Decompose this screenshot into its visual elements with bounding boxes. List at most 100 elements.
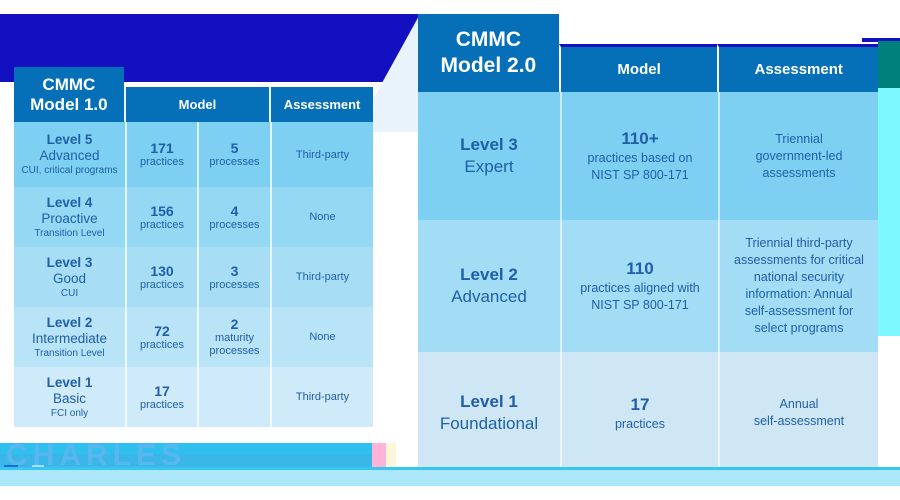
model-description: NIST SP 800-171 xyxy=(591,168,689,182)
model-count: 110 xyxy=(626,259,654,278)
level-description: CUI, critical programs xyxy=(21,165,118,176)
model-description: practices based on xyxy=(587,151,693,165)
level-name: Intermediate xyxy=(31,330,108,346)
right-table-header-row: CMMC Model 2.0 Model Assessment xyxy=(418,14,878,92)
assessment-text: national security xyxy=(753,270,845,284)
assessment-cell: Third-party xyxy=(270,247,373,307)
level-name: Good xyxy=(52,270,87,286)
left-header-model: Model xyxy=(123,87,270,122)
level-label: Level 1 xyxy=(460,392,518,411)
assessment-text: None xyxy=(309,211,336,223)
right-table-body: Level 3 Expert 110+ practices based on NIST … xyxy=(418,92,878,474)
left-title-line1: CMMC xyxy=(42,74,96,94)
practices-count: 72 xyxy=(154,322,170,339)
processes-unit: processes xyxy=(209,218,260,231)
watermark-band-lower xyxy=(0,454,372,467)
left-header-assessment: Assessment xyxy=(269,87,374,122)
model-count: 110+ xyxy=(621,129,659,148)
practices-unit: practices xyxy=(139,338,185,351)
processes-count: 5 xyxy=(230,140,239,156)
level-name: Advanced xyxy=(451,287,527,306)
watermark-cream-block xyxy=(386,443,396,467)
assessment-text: Triennial third-party xyxy=(745,236,853,250)
model-description: practices xyxy=(614,416,666,431)
level-description: Transition Level xyxy=(34,347,105,359)
practices-unit: practices xyxy=(139,218,185,231)
model-description: practices aligned with xyxy=(580,281,700,295)
level-label: Level 5 xyxy=(46,132,93,147)
processes-unit: processes xyxy=(209,156,260,168)
processes-count: 4 xyxy=(230,202,239,219)
table-row: Level 3 Expert 110+ practices based on NIST … xyxy=(418,92,878,220)
processes-count: 2 xyxy=(230,316,239,332)
level-description: CUI xyxy=(60,287,79,299)
assessment-text: Third-party xyxy=(295,271,350,283)
right-title-line1: CMMC xyxy=(455,28,522,51)
assessment-text: self-assessment xyxy=(753,414,845,428)
level-name: Proactive xyxy=(41,210,98,226)
practices-count: 171 xyxy=(150,140,174,156)
level-name: Expert xyxy=(464,157,514,176)
processes-unit: processes xyxy=(209,345,260,357)
bottom-edge-line xyxy=(0,467,900,470)
right-header-assessment: Assessment xyxy=(717,44,878,92)
assessment-cell: None xyxy=(270,307,373,367)
assessment-text: assessments xyxy=(762,165,836,180)
level-label: Level 2 xyxy=(46,314,93,330)
practices-unit: practices xyxy=(139,278,185,291)
assessment-text: government-led xyxy=(755,148,843,163)
assessment-text: information: Annual xyxy=(745,287,853,301)
model-cell: 17 practices xyxy=(560,352,718,474)
decorative-teal-block xyxy=(878,41,900,88)
practices-unit: practices xyxy=(139,156,185,168)
decorative-edge-line xyxy=(862,38,900,42)
assessment-text: select programs xyxy=(754,321,844,335)
processes-count: 3 xyxy=(230,262,239,279)
level-label: Level 3 xyxy=(460,135,518,154)
right-header-model: Model xyxy=(558,44,718,92)
assessment-text: None xyxy=(309,331,336,343)
model-cell: 110+ practices based on NIST SP 800-171 xyxy=(560,92,718,220)
level-description: FCI only xyxy=(50,407,89,419)
decorative-cyan-column xyxy=(878,88,900,336)
assessment-cell: Triennial government-led assessments xyxy=(718,92,878,220)
assessment-text: Third-party xyxy=(295,391,350,403)
processes-unit: processes xyxy=(209,278,260,291)
level-name: Basic xyxy=(52,390,86,406)
assessment-text: Annual xyxy=(779,397,819,411)
model-count: 17 xyxy=(630,394,650,414)
assessment-cell: Third-party xyxy=(270,122,373,187)
right-title-line2: Model 2.0 xyxy=(440,54,537,77)
model-description: NIST SP 800-171 xyxy=(591,298,689,312)
level-name: Advanced xyxy=(39,148,100,163)
right-table-title: CMMC Model 2.0 xyxy=(418,14,559,92)
assessment-text: Triennial xyxy=(775,131,823,146)
processes-unit: maturity xyxy=(214,332,255,344)
left-table-title: CMMC Model 1.0 xyxy=(14,67,124,122)
bottom-band xyxy=(0,470,900,486)
watermark-pink-block xyxy=(372,443,386,467)
level-description: Transition Level xyxy=(34,227,105,239)
assessment-cell: Third-party xyxy=(270,367,373,427)
